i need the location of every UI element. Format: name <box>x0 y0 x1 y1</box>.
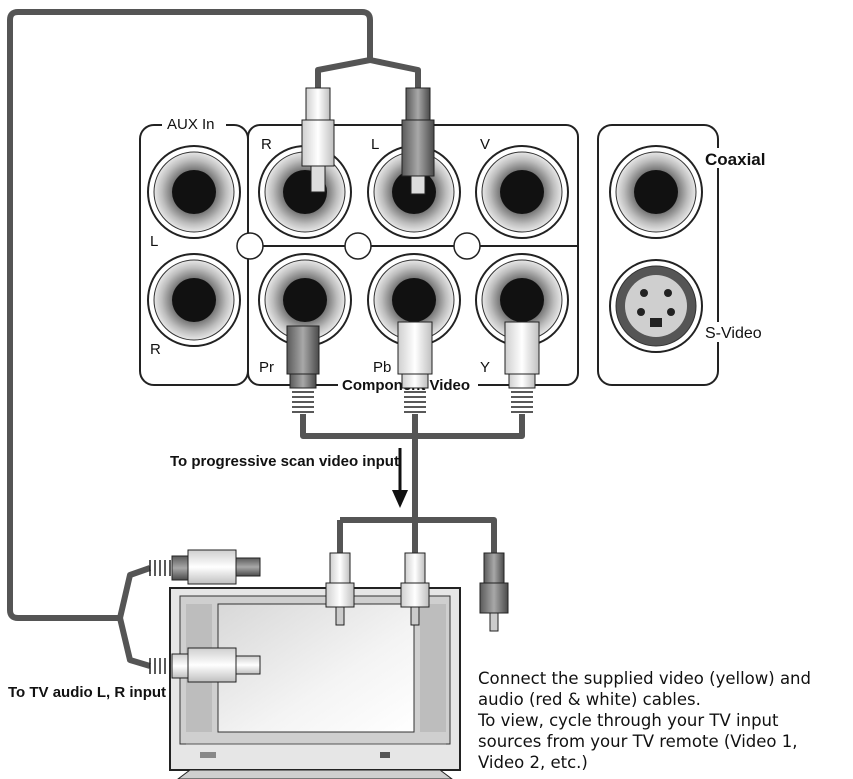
pb-jack[interactable] <box>367 253 461 347</box>
aux-in-panel: AUX In L R <box>139 115 249 386</box>
instruction-line: sources from your TV remote (Video 1, <box>478 732 798 751</box>
aux-in-label: AUX In <box>167 116 215 133</box>
coaxial-jack[interactable] <box>609 145 703 239</box>
coaxial-label: Coaxial <box>705 150 765 169</box>
jack-r-label: R <box>261 136 272 153</box>
component-plug-pb <box>397 321 433 413</box>
instructions-text: Connect the supplied video (yellow) and … <box>478 668 850 773</box>
instruction-line: Connect the supplied video (yellow) and <box>478 669 811 688</box>
audio-plug-red <box>301 87 335 193</box>
tv-speaker-right <box>420 604 446 732</box>
tv-plug-1 <box>325 552 355 626</box>
panel-screw <box>453 232 481 260</box>
pr-label: Pr <box>259 359 274 376</box>
panel-screw <box>344 232 372 260</box>
aux-jack-l[interactable] <box>147 145 241 239</box>
tv-audio-plug-white <box>149 647 261 683</box>
svideo-label: S-Video <box>705 325 762 342</box>
y-label: Y <box>480 359 490 376</box>
progressive-scan-label: To progressive scan video input <box>170 453 399 470</box>
audio-plug-white <box>401 87 435 195</box>
component-plug-y <box>504 321 540 413</box>
jack-v-label: V <box>480 136 490 153</box>
output-panel: R L V <box>236 124 579 394</box>
tv-plug-2 <box>400 552 430 626</box>
audio-r-jack[interactable] <box>258 145 352 239</box>
component-cable <box>300 414 525 555</box>
pb-label: Pb <box>373 359 391 376</box>
video-jack[interactable] <box>475 145 569 239</box>
svideo-jack[interactable] <box>609 259 703 353</box>
aux-jack-r[interactable] <box>147 253 241 347</box>
panel-screw <box>236 232 264 260</box>
instruction-line: To view, cycle through your TV input <box>478 711 779 730</box>
aux-l-label: L <box>150 233 158 250</box>
y-jack[interactable] <box>475 253 569 347</box>
component-plug-pr <box>286 325 320 413</box>
instruction-line: audio (red & white) cables. <box>478 690 701 709</box>
instruction-line: Video 2, etc.) <box>478 753 588 772</box>
tv-plug-3 <box>479 552 509 632</box>
audio-cable-loop <box>7 9 421 669</box>
jack-l-label: L <box>371 136 379 153</box>
down-arrow <box>392 448 408 508</box>
tv-audio-label: To TV audio L, R input <box>8 684 166 701</box>
tv-audio-plug-dark <box>149 549 261 585</box>
aux-r-label: R <box>150 341 161 358</box>
tv <box>169 587 461 779</box>
digital-panel: Coaxial S-Video <box>597 124 772 386</box>
